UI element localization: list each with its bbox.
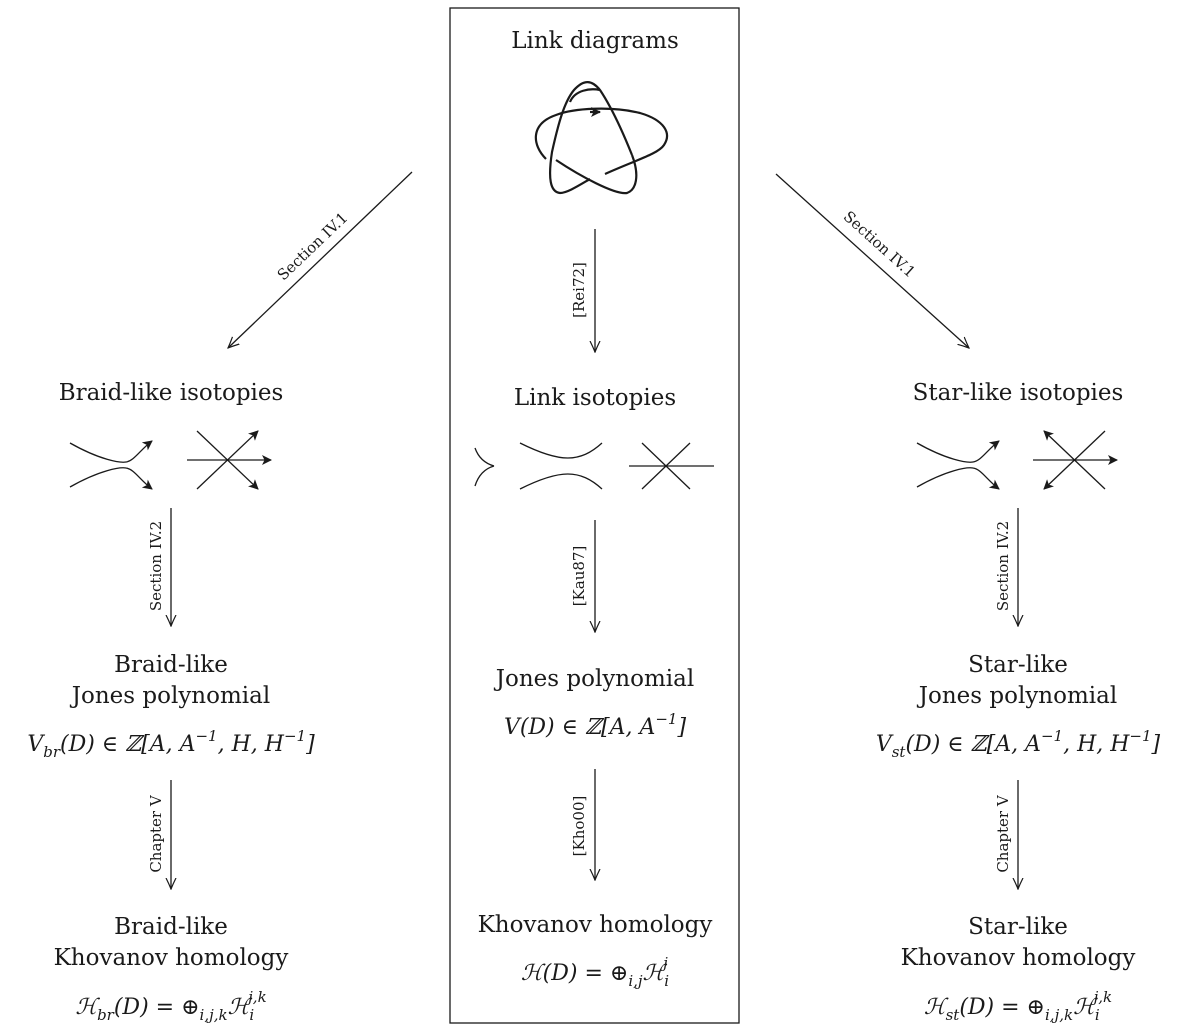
braid-smoothing-icon [69, 440, 153, 490]
formula-star-like-khovanov: ℋst(D) = ⊕i,j,kℋij,k [924, 988, 1112, 1024]
node-braid-like-poly-1: Braid-like [114, 652, 228, 678]
crossing-icon [629, 442, 714, 490]
node-star-like-poly-1: Star-like [968, 652, 1068, 678]
label-rei72: [Rei72] [570, 262, 588, 318]
arrow-left-section-iv1 [228, 171, 413, 348]
label-left-section-iv2: Section IV.2 [147, 521, 165, 611]
label-left-section-iv1: Section IV.1 [274, 209, 352, 284]
node-link-diagrams: Link diagrams [511, 28, 679, 54]
star-knot-icon [534, 81, 669, 195]
label-right-section-iv2: Section IV.2 [994, 521, 1012, 611]
formula-star-like-jones: Vst(D) ∈ ℤ[A, A−1, H, H−1] [876, 727, 1161, 761]
node-star-like-poly-2: Jones polynomial [917, 683, 1117, 709]
formula-khovanov: ℋ(D) = ⊕i,jℋij [521, 954, 669, 990]
crossing-smoothing-icon [519, 442, 603, 490]
label-left-chapter-v: Chapter V [147, 794, 165, 873]
node-star-like-hom-2: Khovanov homology [901, 945, 1136, 971]
star-crossing-icon [1033, 430, 1118, 490]
braid-crossing-icon [187, 430, 272, 490]
node-star-like-hom-1: Star-like [968, 914, 1068, 940]
label-kho00: [Kho00] [570, 796, 588, 857]
node-braid-like-poly-2: Jones polynomial [70, 683, 270, 709]
formula-braid-like-jones: Vbr(D) ∈ ℤ[A, A−1, H, H−1] [27, 727, 315, 761]
node-braid-like-hom-1: Braid-like [114, 914, 228, 940]
label-right-chapter-v: Chapter V [994, 794, 1012, 873]
star-smoothing-icon [916, 440, 1000, 490]
formula-braid-like-khovanov: ℋbr(D) = ⊕i,j,kℋij,k [75, 988, 266, 1024]
node-khovanov-homology: Khovanov homology [478, 912, 713, 938]
label-kau87: [Kau87] [570, 546, 588, 607]
node-braid-like-isotopies: Braid-like isotopies [59, 380, 284, 406]
center-frame [449, 7, 740, 1024]
node-jones-polynomial: Jones polynomial [494, 666, 694, 692]
cusp-icon [474, 447, 495, 487]
label-right-section-iv1: Section IV.1 [840, 207, 919, 281]
node-braid-like-hom-2: Khovanov homology [54, 945, 289, 971]
node-link-isotopies: Link isotopies [514, 385, 676, 411]
arrow-right-section-iv1 [775, 173, 969, 348]
node-star-like-isotopies: Star-like isotopies [913, 380, 1124, 406]
formula-jones: V(D) ∈ ℤ[A, A−1] [504, 710, 687, 740]
